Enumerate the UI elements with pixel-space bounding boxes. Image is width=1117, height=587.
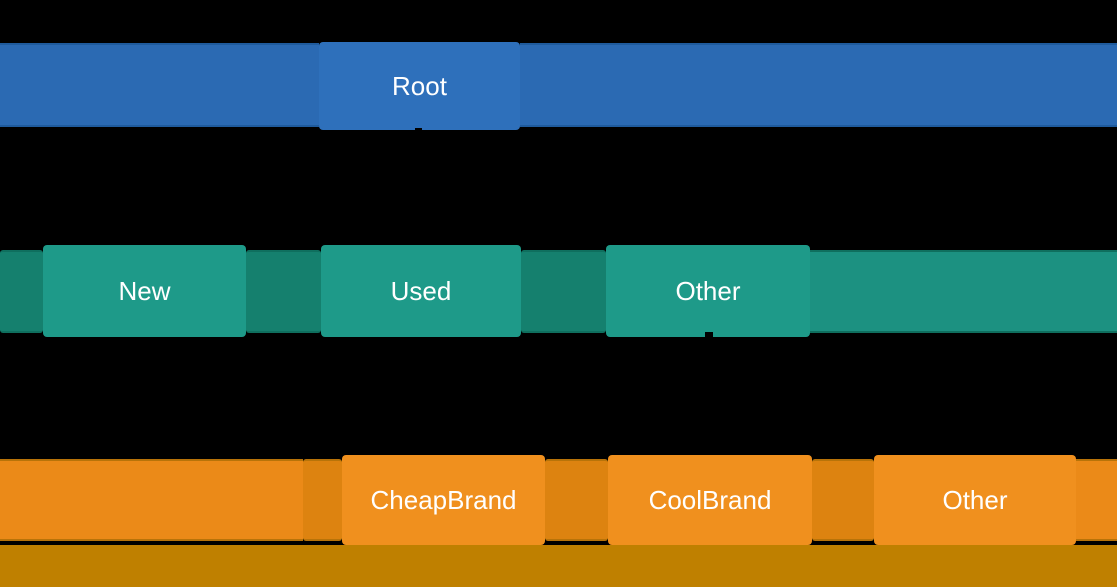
icicle-segment[interactable] <box>520 43 1117 127</box>
icicle-node-coolbrand[interactable]: CoolBrand <box>608 455 812 545</box>
icicle-segment[interactable] <box>0 250 43 333</box>
segment-label: CheapBrand <box>370 485 517 515</box>
icicle-segment[interactable] <box>521 250 606 333</box>
segment-label: New <box>118 276 171 306</box>
icicle-segment[interactable] <box>545 459 608 541</box>
icicle-segment[interactable] <box>812 459 874 541</box>
icicle-node-other-brand[interactable]: Other <box>874 455 1076 545</box>
icicle-segment[interactable] <box>303 459 342 541</box>
segment-gap-notch <box>705 332 713 337</box>
icicle-node-used[interactable]: Used <box>321 245 521 337</box>
segment-label: Other <box>675 276 741 306</box>
icicle-segment[interactable] <box>1076 459 1117 541</box>
icicle-segment[interactable] <box>0 43 319 127</box>
icicle-node-root[interactable]: Root <box>319 42 520 130</box>
icicle-node-new[interactable]: New <box>43 245 246 337</box>
icicle-node-cheapbrand[interactable]: CheapBrand <box>342 455 545 545</box>
icicle-segment[interactable] <box>0 545 1117 587</box>
icicle-node-other-condition[interactable]: Other <box>606 245 810 337</box>
segment-label: Root <box>392 71 447 101</box>
segment-label: Used <box>390 276 452 306</box>
segment-label: Other <box>942 485 1008 515</box>
icicle-segment[interactable] <box>810 250 1117 333</box>
icicle-segment[interactable] <box>0 459 303 541</box>
icicle-segment[interactable] <box>246 250 321 333</box>
segment-gap-notch <box>415 128 422 132</box>
segment-label: CoolBrand <box>648 485 772 515</box>
